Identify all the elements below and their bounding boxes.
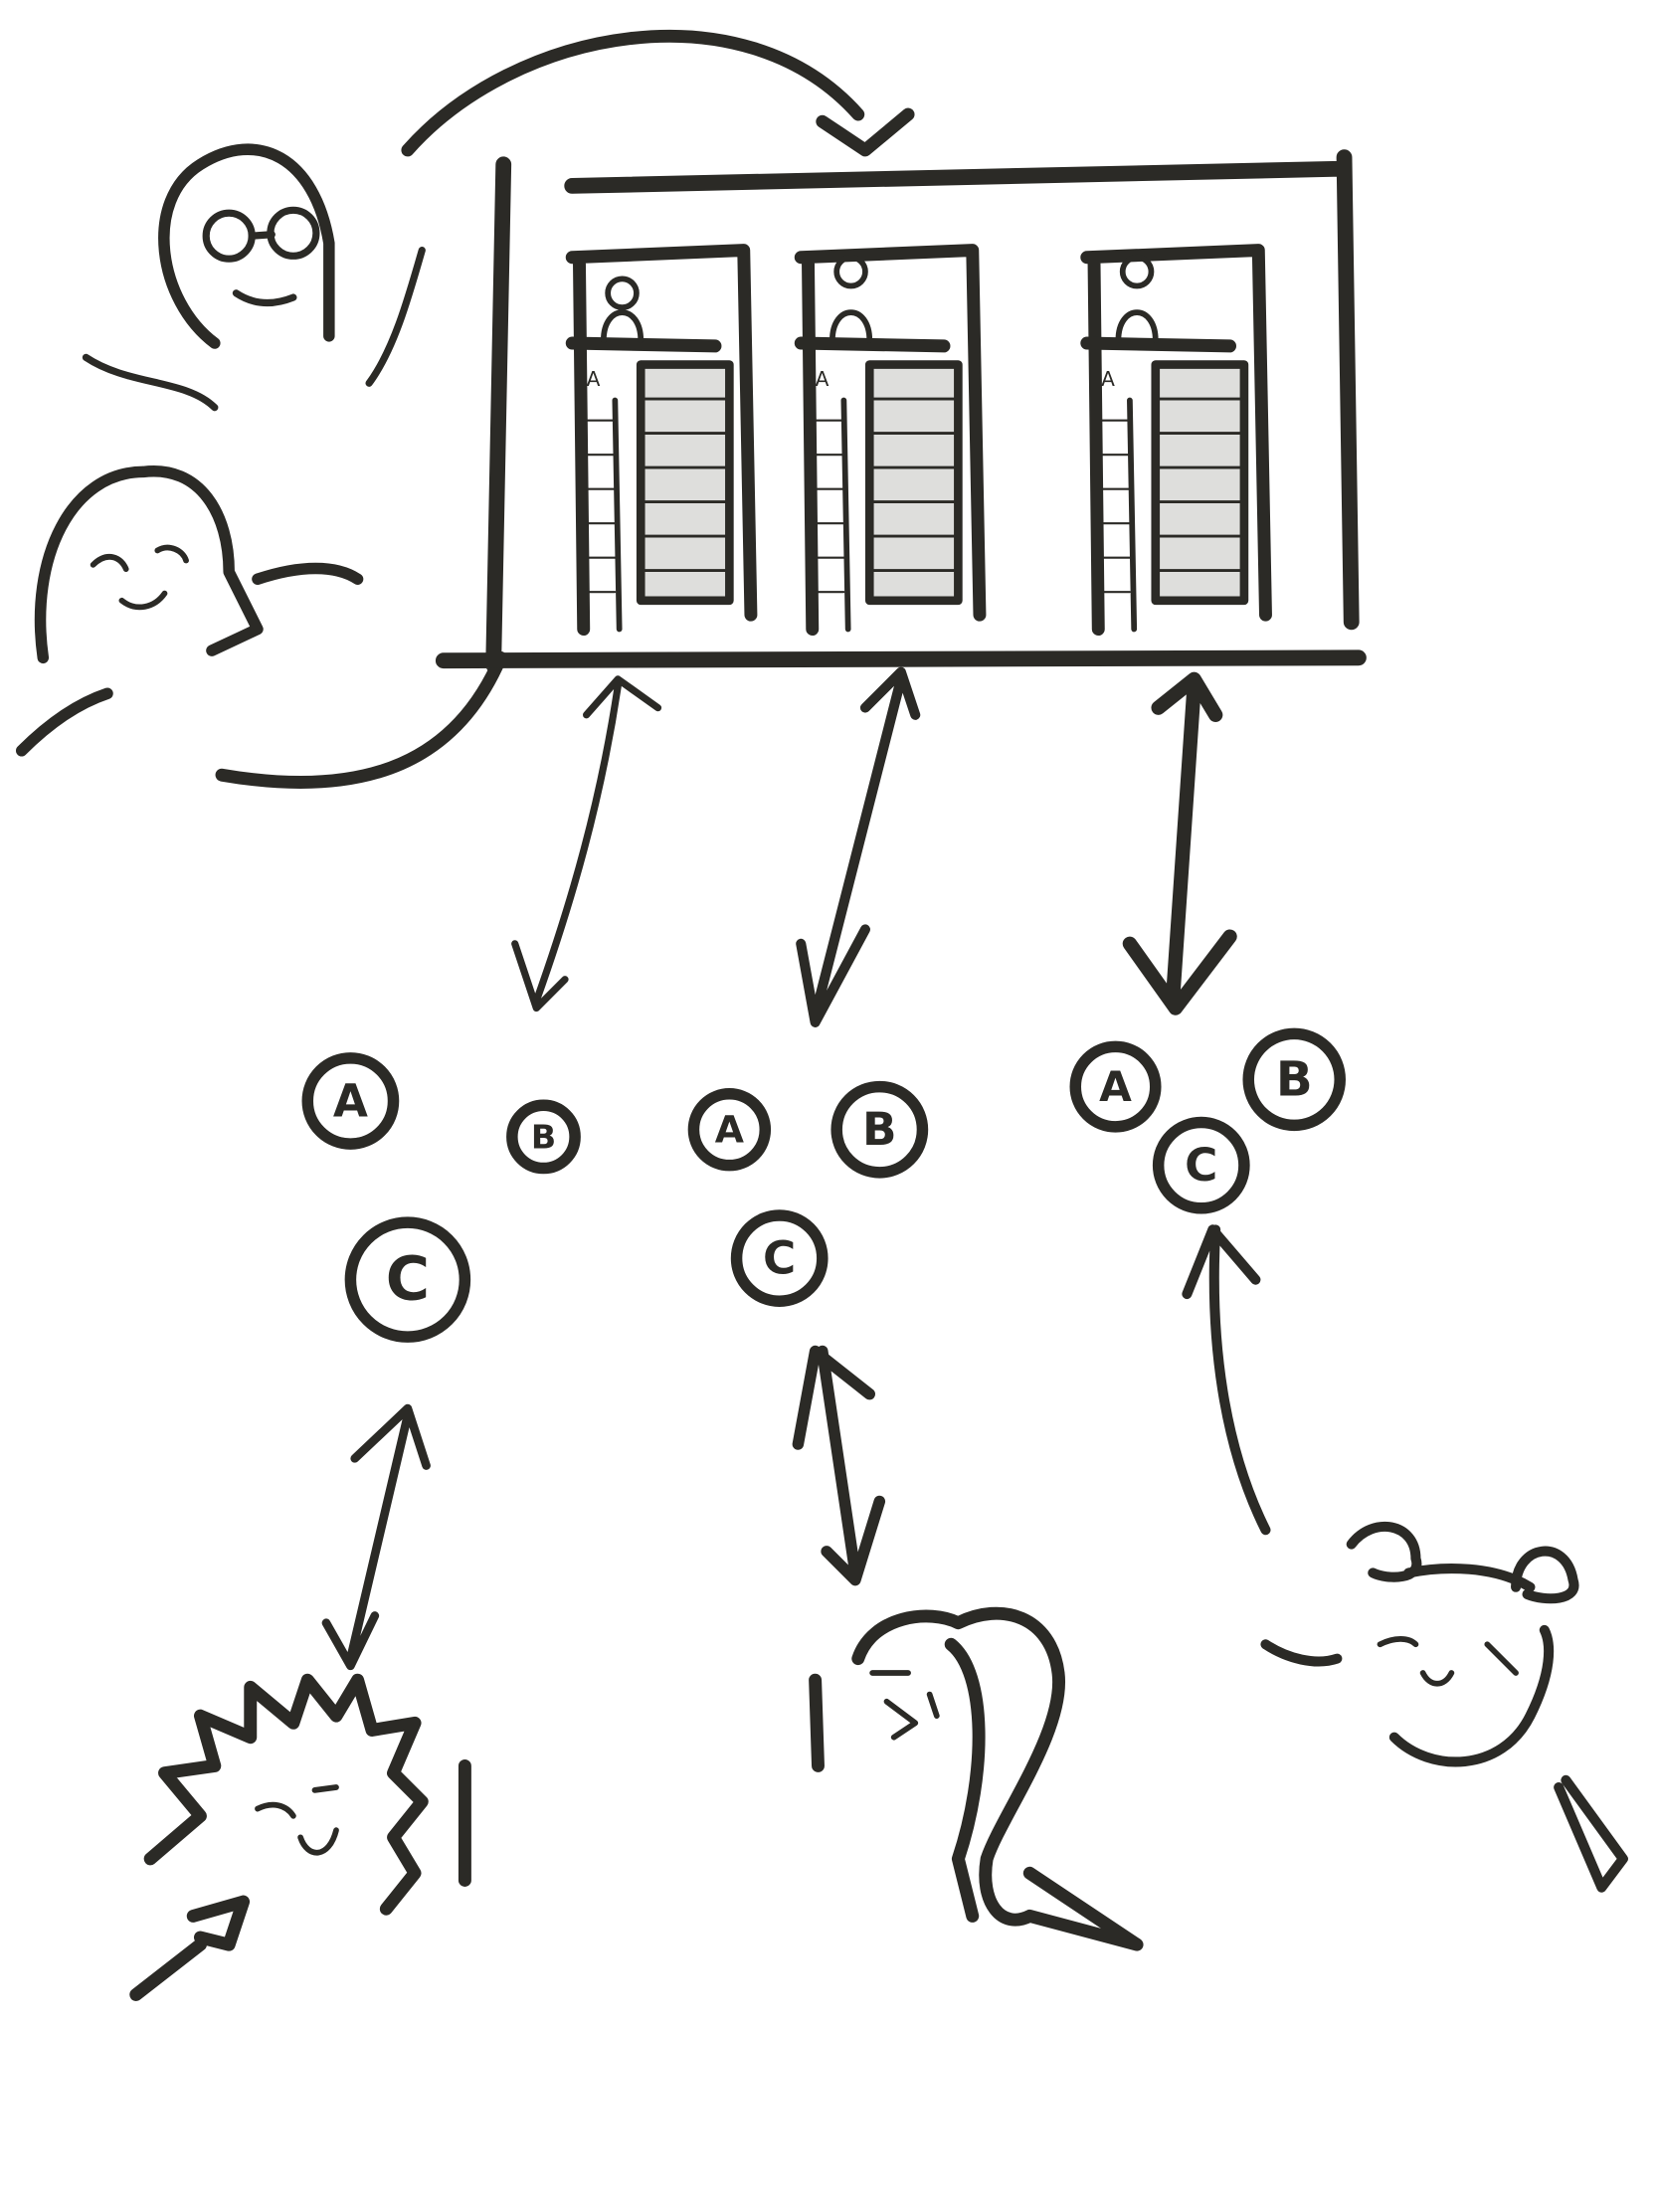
option-label-a: A: [333, 1074, 368, 1127]
arrow-person-to-board: [401, 29, 915, 157]
panel-label: A: [816, 367, 830, 391]
option-label-c: C: [763, 1232, 796, 1285]
list-shading: [1158, 368, 1242, 598]
column-edge: [1127, 397, 1138, 633]
panel-2: A: [794, 244, 987, 637]
option-circle-b: [506, 1099, 581, 1175]
panel-3: A: [1080, 244, 1272, 637]
panel-frame: [1080, 244, 1272, 637]
person-icon-body: [1115, 309, 1159, 344]
person-icon: [1119, 254, 1155, 289]
option-circle-a: [1069, 1040, 1162, 1133]
person-spiky-hair: [129, 1673, 471, 2001]
option-circle-b: [830, 1080, 929, 1179]
option-label-b: B: [531, 1117, 556, 1156]
option-circle-a: [687, 1088, 772, 1172]
person-hair-buns: [1260, 1521, 1628, 1893]
option-label-b: B: [1276, 1051, 1313, 1107]
participant-group-2: A B C: [687, 1080, 929, 1307]
panel-frame: [794, 244, 987, 637]
option-label-b: B: [862, 1103, 897, 1156]
person-icon: [833, 254, 868, 289]
arrows-groups-to-people: [321, 1224, 1271, 1671]
option-circle-b: [1242, 1027, 1346, 1132]
panel-divider: [1080, 336, 1237, 353]
list-box: [864, 360, 963, 606]
list-box: [1151, 360, 1249, 606]
panel-divider: [794, 336, 951, 353]
panel-label: A: [1101, 367, 1115, 391]
panel-label: A: [587, 367, 601, 391]
panel-frame: [565, 244, 758, 637]
list-shading: [872, 368, 956, 598]
person-icon: [605, 276, 640, 310]
participant-group-3: A B C: [1069, 1027, 1346, 1214]
option-circle-c: [730, 1209, 829, 1307]
option-circle-c: [1152, 1116, 1250, 1214]
option-label-a: A: [1099, 1062, 1132, 1111]
person-icon-body: [600, 309, 645, 344]
person-smiling: [15, 464, 364, 757]
option-circle-a: [301, 1052, 400, 1150]
list-box: [636, 360, 734, 606]
option-label-c: C: [386, 1245, 430, 1315]
board: [435, 149, 1367, 673]
option-label-c: C: [1185, 1139, 1217, 1192]
column-edge: [612, 397, 623, 633]
panel-divider: [565, 336, 722, 353]
list-shading: [644, 368, 727, 598]
participant-group-1: A B C: [301, 1052, 581, 1343]
option-label-a: A: [715, 1108, 744, 1152]
option-circle-c: [344, 1216, 471, 1343]
panel-1: A: [565, 244, 758, 637]
arrows-board-to-groups: [511, 666, 1237, 1027]
arrow-person2-to-board: [215, 650, 507, 789]
person-icon-body: [830, 309, 873, 344]
column-edge: [840, 397, 851, 633]
person-glasses: [82, 143, 426, 412]
person-ponytail: [809, 1606, 1144, 1951]
